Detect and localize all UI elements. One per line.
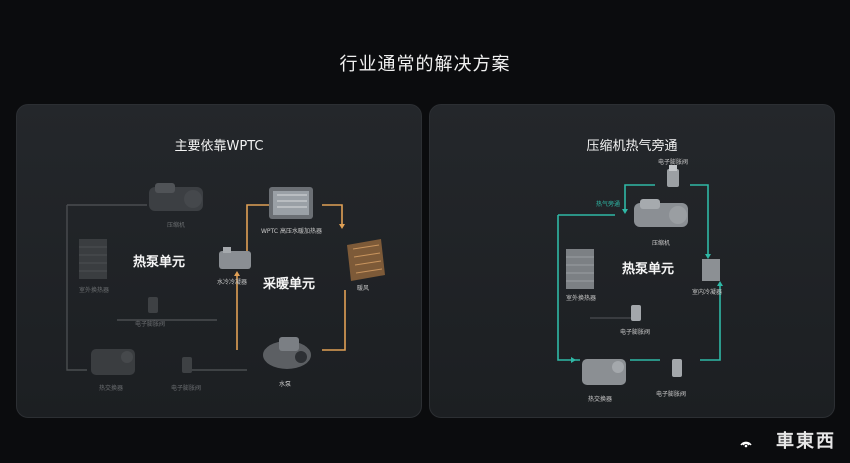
label-exv-bottom: 电子膨胀阀 [656, 391, 687, 398]
label-compressor: 压缩机 [167, 222, 186, 229]
label-hot-gas: 热气旁通 [596, 201, 621, 208]
right-heat-pump-unit: 热泵单元 [622, 262, 675, 277]
watermark-signal-icon [740, 441, 752, 448]
left-panel-wptc: 主要依靠WPTC 压缩机 WPTC 高压水暖加热器 暖风 水冷冷凝器 热泵单元 … [16, 104, 422, 418]
outdoor-hx-component [77, 237, 109, 281]
heater-core-component [343, 237, 389, 283]
label-exv: 电子膨胀阀 [135, 321, 166, 328]
left-flow-lines [66, 202, 346, 371]
label-chiller: 热交换器 [588, 396, 613, 403]
compressor-component [630, 195, 694, 235]
label-chiller: 热交换器 [99, 385, 124, 392]
chiller-component [580, 353, 630, 389]
watermark-logo: 車東西 [776, 431, 836, 452]
right-flow-lines [557, 184, 723, 363]
label-wptc: WPTC 高压水暖加热器 [261, 228, 322, 235]
exv-component [145, 295, 161, 315]
exv2-component [179, 355, 195, 375]
label-exv-top: 电子膨胀阀 [658, 159, 689, 166]
page-title: 行业通常的解决方案 [339, 54, 511, 75]
water-condenser-component [215, 245, 255, 275]
label-exv2: 电子膨胀阀 [171, 385, 202, 392]
exv-bottom-component [668, 357, 686, 381]
label-outdoor-hx: 室外换热器 [79, 287, 110, 294]
label-exv-mid: 电子膨胀阀 [620, 329, 651, 336]
right-panel-hot-gas-bypass: 压缩机热气旁通 电子膨胀阀 热气旁通 压缩机 室外换热器 热泵单元 室内冷凝器 … [429, 104, 835, 418]
left-heat-pump-unit: 热泵单元 [133, 255, 186, 270]
label-outdoor-hx: 室外换热器 [566, 295, 597, 302]
left-panel-title: 主要依靠WPTC [174, 139, 264, 154]
label-heater-core: 暖风 [357, 285, 370, 292]
water-pump-component [257, 333, 317, 373]
chiller-component [89, 343, 139, 379]
label-compressor: 压缩机 [652, 240, 671, 247]
indoor-condenser-component [700, 257, 722, 283]
exv-mid-component [628, 303, 644, 323]
left-heating-unit: 采暖单元 [263, 277, 316, 292]
right-panel-title: 压缩机热气旁通 [586, 139, 678, 154]
label-indoor-condenser: 室内冷凝器 [692, 289, 723, 296]
wptc-heater-component [267, 183, 317, 223]
outdoor-hx-component [564, 247, 596, 291]
compressor-component [145, 179, 209, 219]
label-water-condenser: 水冷冷凝器 [217, 279, 248, 286]
exv-top-component [663, 165, 683, 191]
label-pump: 水泵 [279, 381, 292, 388]
